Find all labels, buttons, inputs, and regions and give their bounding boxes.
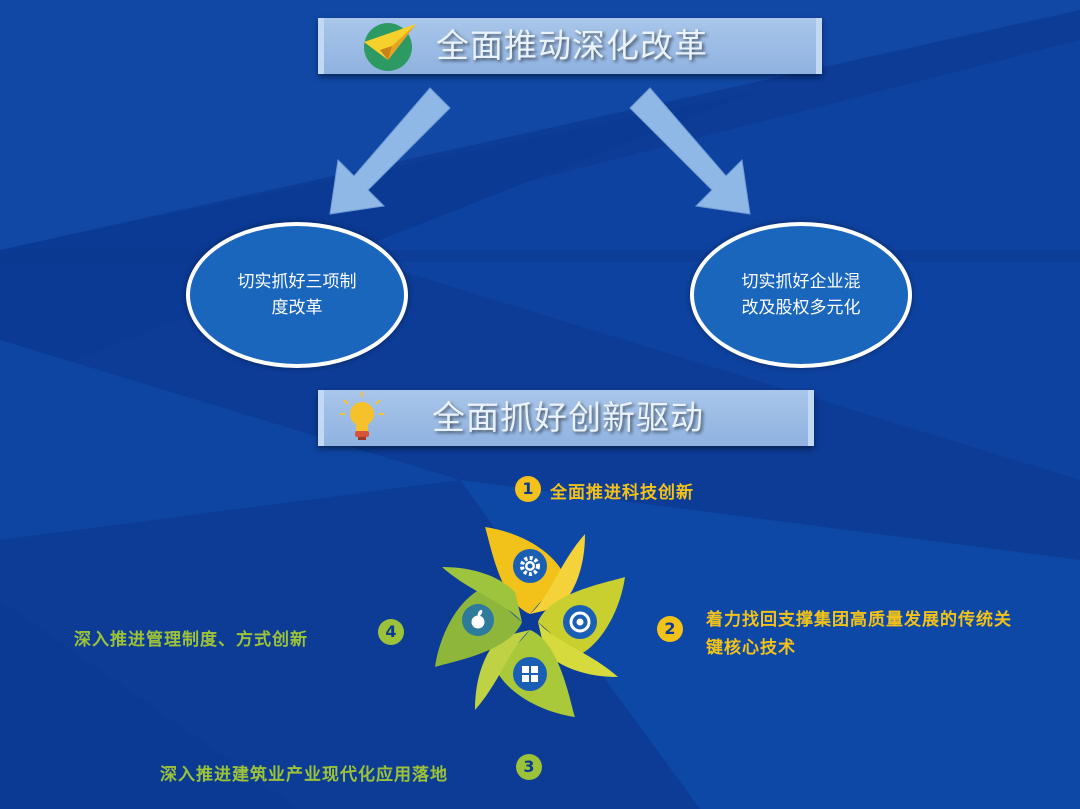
top-banner-title: 全面推动深化改革 [436, 26, 708, 65]
right-arrow [629, 87, 751, 215]
aperture-icon [563, 605, 597, 639]
light-bulb-icon [340, 392, 384, 440]
top-banner: 全面推动深化改革 [318, 18, 822, 74]
step-1-badge: 1 [515, 476, 541, 502]
left-arrow [329, 87, 451, 215]
middle-banner-title: 全面抓好创新驱动 [432, 398, 704, 437]
step-3-badge: 3 [516, 754, 542, 780]
step-2-badge: 2 [657, 616, 683, 642]
apple-icon [462, 604, 494, 636]
right-ellipse: 切实抓好企业混 改及股权多元化 [690, 222, 912, 368]
windows-icon [513, 657, 547, 691]
left-ellipse-line2: 度改革 [271, 298, 323, 318]
step-4-label: 深入推进管理制度、方式创新 [74, 630, 308, 650]
step-3-label: 深入推进建筑业产业现代化应用落地 [160, 765, 448, 785]
step-1-label: 全面推进科技创新 [550, 483, 694, 503]
step-4-badge: 4 [378, 619, 404, 645]
gear-icon [513, 549, 547, 583]
left-ellipse: 切实抓好三项制 度改革 [186, 222, 408, 368]
pinwheel-graphic [435, 527, 625, 717]
left-ellipse-line1: 切实抓好三项制 [237, 272, 357, 292]
paper-plane-icon [364, 23, 416, 71]
step-2-label-line1: 着力找回支撑集团高质量发展的传统关 [706, 610, 1012, 630]
banner-scroll [318, 390, 814, 446]
right-ellipse-line2: 改及股权多元化 [741, 298, 861, 318]
step-2-label: 着力找回支撑集团高质量发展的传统关 键核心技术 [706, 606, 1080, 662]
middle-banner: 全面抓好创新驱动 [318, 390, 814, 446]
right-ellipse-line1: 切实抓好企业混 [741, 272, 861, 292]
step-2-label-line2: 键核心技术 [706, 638, 796, 658]
